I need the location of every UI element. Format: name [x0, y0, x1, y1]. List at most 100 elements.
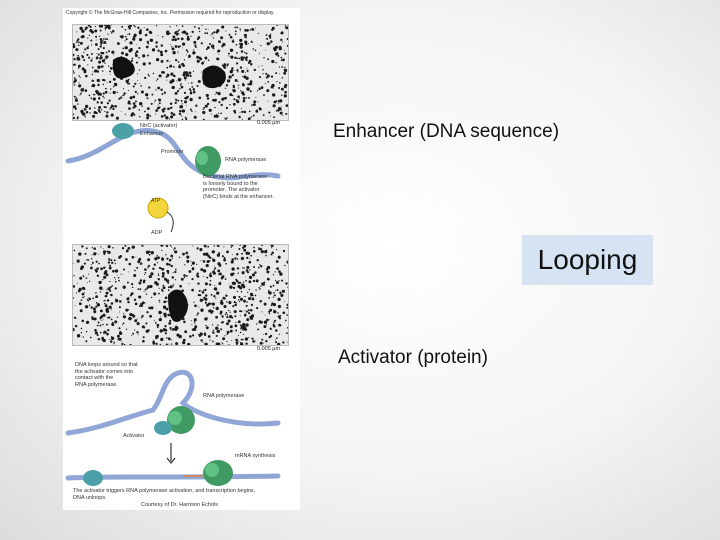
speckle-dot [191, 289, 194, 292]
speckle-dot [89, 35, 90, 36]
speckle-dot [229, 285, 232, 288]
label-activator-fig: Activator [123, 433, 144, 440]
speckle-dot [259, 288, 261, 290]
speckle-dot [279, 317, 281, 319]
speckle-dot [102, 59, 105, 62]
speckle-dot [148, 75, 150, 77]
speckle-dot [187, 343, 190, 346]
speckle-dot [247, 88, 250, 91]
speckle-dot [246, 59, 248, 61]
speckle-dot [241, 58, 244, 61]
speckle-dot [270, 254, 272, 256]
speckle-dot [156, 58, 159, 61]
speckle-dot [112, 108, 114, 110]
speckle-dot [276, 47, 277, 48]
speckle-dot [249, 261, 252, 264]
speckle-dot [123, 286, 126, 289]
speckle-dot [171, 265, 173, 267]
speckle-dot [239, 39, 242, 42]
speckle-dot [163, 301, 166, 304]
speckle-dot [262, 65, 263, 66]
speckle-dot [112, 30, 114, 32]
speckle-dot [109, 267, 112, 270]
speckle-dot [77, 55, 79, 57]
speckle-dot [133, 102, 136, 105]
speckle-dot [117, 317, 118, 318]
speckle-dot [282, 41, 283, 42]
speckle-dot [82, 320, 85, 323]
speckle-dot [94, 69, 97, 72]
speckle-dot [246, 97, 247, 98]
speckle-dot [191, 324, 192, 325]
speckle-dot [234, 310, 237, 313]
speckle-dot [203, 297, 205, 299]
speckle-dot [192, 263, 194, 265]
speckle-dot [213, 307, 215, 309]
speckle-dot [151, 94, 153, 96]
speckle-dot [239, 43, 241, 45]
speckle-dot [158, 293, 160, 295]
speckle-dot [112, 270, 115, 273]
speckle-dot [282, 290, 285, 293]
speckle-dot [214, 266, 215, 267]
speckle-dot [186, 275, 188, 277]
speckle-dot [242, 83, 245, 86]
speckle-dot [244, 29, 247, 32]
speckle-dot [235, 330, 237, 332]
speckle-dot [147, 55, 149, 57]
speckle-dot [286, 307, 288, 309]
speckle-dot [134, 319, 137, 322]
speckle-dot [104, 58, 105, 59]
speckle-dot [175, 102, 177, 104]
speckle-dot [250, 29, 252, 31]
speckle-dot [280, 33, 282, 35]
speckle-dot [129, 24, 132, 27]
speckle-dot [217, 58, 219, 60]
speckle-dot [119, 300, 122, 303]
speckle-dot [172, 277, 174, 279]
speckle-dot [285, 282, 287, 284]
speckle-dot [241, 50, 244, 53]
speckle-dot [177, 100, 179, 102]
speckle-dot [143, 62, 146, 65]
speckle-dot [243, 111, 246, 114]
speckle-dot [240, 90, 241, 91]
speckle-dot [255, 28, 256, 29]
speckle-dot [207, 246, 209, 248]
speckle-dot [99, 317, 101, 319]
speckle-dot [212, 332, 213, 333]
speckle-dot [204, 289, 206, 291]
speckle-dot [143, 336, 145, 338]
speckle-dot [272, 93, 275, 96]
speckle-dot [240, 324, 242, 326]
speckle-dot [78, 65, 81, 68]
speckle-dot [256, 323, 257, 324]
speckle-dot [204, 317, 207, 320]
speckle-dot [283, 72, 286, 75]
speckle-dot [194, 321, 196, 323]
speckle-dot [235, 339, 238, 342]
speckle-dot [287, 38, 289, 40]
speckle-dot [225, 97, 226, 98]
speckle-dot [216, 307, 219, 310]
speckle-dot [218, 113, 219, 114]
label-mrna: mRNA synthesis [235, 453, 275, 460]
speckle-dot [86, 321, 89, 324]
speckle-dot [150, 39, 153, 42]
speckle-dot [133, 85, 135, 87]
speckle-dot [159, 74, 162, 77]
speckle-dot [82, 56, 84, 58]
speckle-dot [171, 246, 172, 247]
speckle-dot [243, 75, 246, 78]
speckle-dot [108, 316, 110, 318]
speckle-dot [243, 244, 246, 247]
speckle-dot [175, 92, 178, 95]
speckle-dot [257, 101, 258, 102]
speckle-dot [90, 97, 92, 99]
speckle-dot [159, 106, 161, 108]
speckle-dot [229, 104, 230, 105]
speckle-dot [110, 294, 113, 297]
speckle-dot [252, 316, 254, 318]
speckle-dot [232, 268, 233, 269]
speckle-dot [259, 300, 262, 303]
